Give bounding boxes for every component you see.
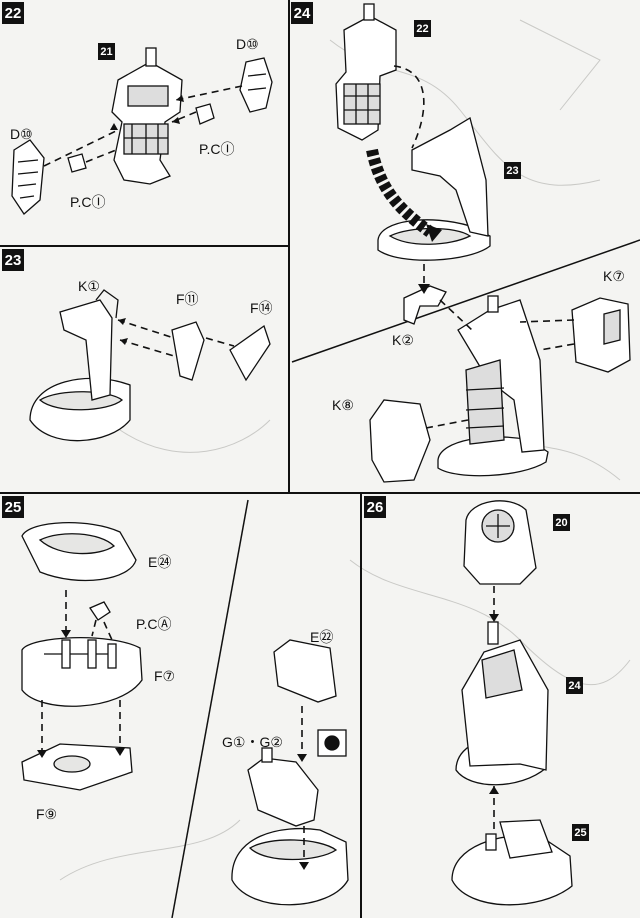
part-label: P.CⒾ	[199, 141, 235, 157]
reference-badge: 24	[566, 677, 583, 694]
divider-horizontal-left	[0, 245, 289, 247]
part-label: D⑩	[10, 126, 33, 142]
part-label: F⑦	[154, 668, 176, 684]
reference-badge: 25	[572, 824, 589, 841]
step-number-badge: 24	[291, 2, 313, 24]
step-number-badge: 22	[2, 2, 24, 24]
step-number-badge: 25	[2, 496, 24, 518]
part-label: G①・G②	[222, 734, 283, 750]
divider-horizontal-mid	[0, 492, 640, 494]
reference-badge: 21	[98, 43, 115, 60]
part-label: K①	[78, 278, 100, 294]
part-label: F⑪	[176, 291, 199, 307]
part-label: K⑦	[603, 268, 625, 284]
reference-badge: 20	[553, 514, 570, 531]
part-label: E㉒	[310, 629, 334, 645]
step-number-badge: 26	[364, 496, 386, 518]
reference-badge: 23	[504, 162, 521, 179]
part-label: F⑨	[36, 806, 58, 822]
part-label: F⑭	[250, 300, 273, 316]
part-label: P.CⒾ	[70, 194, 106, 210]
part-label: K②	[392, 332, 414, 348]
part-label: K⑧	[332, 397, 354, 413]
divider-vertical-top	[288, 0, 290, 492]
part-label: P.CⒶ	[136, 616, 172, 632]
step-number-badge: 23	[2, 249, 24, 271]
part-label: E㉔	[148, 554, 172, 570]
part-label: D⑩	[236, 36, 259, 52]
divider-vertical-bottom	[360, 492, 362, 918]
reference-badge: 22	[414, 20, 431, 37]
